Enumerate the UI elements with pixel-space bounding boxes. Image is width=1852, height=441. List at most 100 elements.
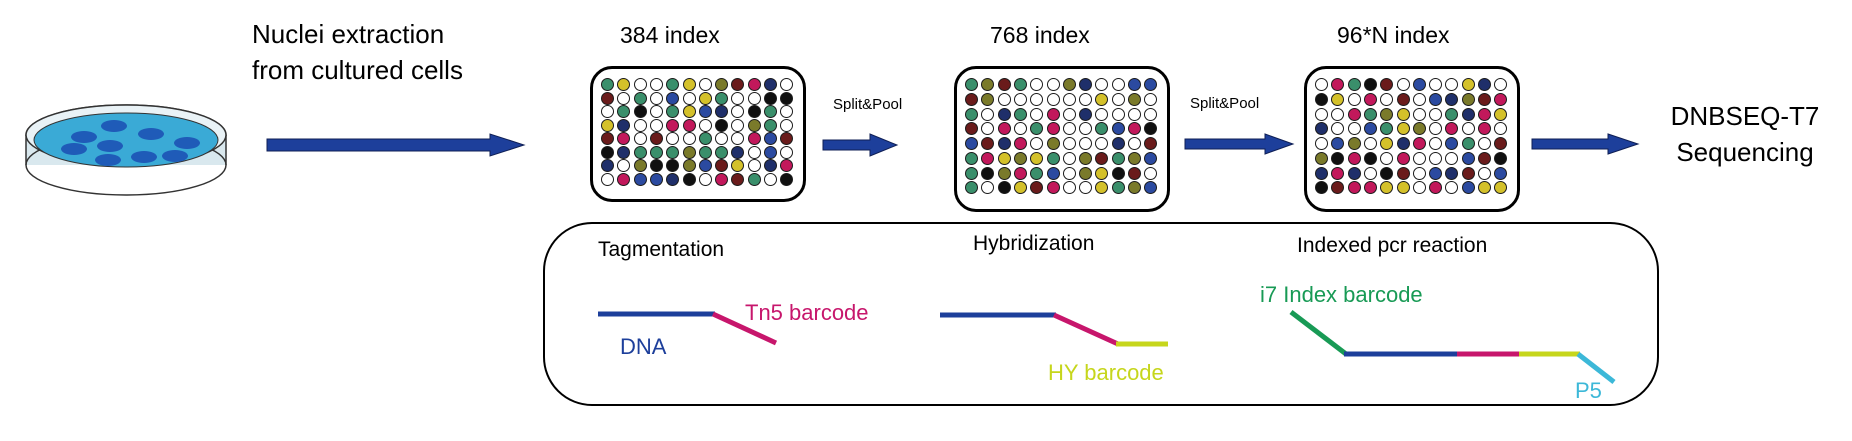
well: [1429, 166, 1443, 180]
well: [1144, 122, 1158, 136]
well: [997, 181, 1011, 195]
well: [601, 159, 614, 172]
well: [1315, 151, 1328, 165]
well: [1461, 122, 1475, 136]
well: [764, 132, 777, 145]
well: [1079, 166, 1093, 180]
well: [715, 105, 729, 118]
well: [1478, 78, 1491, 91]
well: [1144, 92, 1158, 106]
well: [965, 92, 978, 106]
well: [997, 151, 1011, 165]
well: [1111, 181, 1125, 195]
well: [649, 105, 663, 118]
well: [1013, 151, 1027, 165]
well: [1315, 181, 1328, 195]
p5-label: P5: [1575, 378, 1602, 403]
tn5-segment: [1052, 312, 1120, 347]
well: [1079, 181, 1093, 195]
well: [1380, 166, 1394, 180]
well: [715, 159, 729, 172]
well: [1046, 137, 1060, 150]
well: [1111, 137, 1125, 150]
well: [1111, 151, 1125, 165]
well: [1494, 181, 1508, 195]
well: [1363, 137, 1377, 150]
well: [1079, 78, 1093, 91]
tn5-segment: [711, 311, 778, 346]
arrow-split-pool-1: [822, 133, 899, 157]
well: [1396, 78, 1410, 91]
well: [1363, 92, 1377, 106]
well: [1144, 137, 1158, 150]
well: [965, 151, 978, 165]
well: [1380, 137, 1394, 150]
well: [1144, 78, 1158, 91]
well: [731, 132, 745, 145]
well: [1062, 151, 1076, 165]
well: [1013, 166, 1027, 180]
well: [1111, 122, 1125, 136]
well: [1478, 166, 1491, 180]
well: [1363, 107, 1377, 121]
well: [617, 91, 631, 105]
well: [698, 105, 712, 118]
well: [1111, 78, 1125, 91]
well: [715, 145, 729, 159]
well: [1445, 151, 1459, 165]
well: [617, 159, 631, 172]
well: [1347, 151, 1361, 165]
p5-segment: [1576, 352, 1616, 384]
well: [747, 145, 761, 159]
well: [633, 118, 647, 132]
well: [633, 145, 647, 159]
well: [1079, 92, 1093, 106]
well: [1030, 107, 1044, 121]
well: [649, 91, 663, 105]
well: [1445, 107, 1459, 121]
well: [1429, 107, 1443, 121]
well: [1046, 107, 1060, 121]
well: [997, 78, 1011, 91]
well: [780, 91, 794, 105]
well: [682, 172, 696, 186]
well: [1412, 122, 1426, 136]
well: [1331, 92, 1345, 106]
well: [1494, 122, 1508, 136]
well: [682, 132, 696, 145]
well: [617, 145, 631, 159]
well: [731, 91, 745, 105]
well: [780, 78, 794, 91]
well: [747, 118, 761, 132]
well: [764, 118, 777, 132]
well: [1030, 92, 1044, 106]
well: [1445, 181, 1459, 195]
well: [1315, 78, 1328, 91]
extraction-label: Nuclei extraction from cultured cells: [252, 19, 463, 85]
well: [1478, 92, 1491, 106]
well: [1412, 181, 1426, 195]
well: [1315, 107, 1328, 121]
well: [1144, 107, 1158, 121]
well: [633, 91, 647, 105]
well: [1347, 92, 1361, 106]
well: [682, 159, 696, 172]
well: [1062, 181, 1076, 195]
well: [981, 78, 995, 91]
well: [1347, 122, 1361, 136]
indexed-pcr-title: Indexed pcr reaction: [1297, 234, 1488, 257]
well: [1331, 78, 1345, 91]
well: [649, 159, 663, 172]
well: [1095, 137, 1109, 150]
well: [601, 172, 614, 186]
well: [1478, 151, 1491, 165]
well: [1144, 166, 1158, 180]
well: [1461, 78, 1475, 91]
well: [1363, 181, 1377, 195]
tagmentation-title: Tagmentation: [598, 238, 725, 261]
i7-segment: [1289, 310, 1348, 356]
well: [1128, 137, 1141, 150]
well: [1396, 181, 1410, 195]
well: [1412, 151, 1426, 165]
